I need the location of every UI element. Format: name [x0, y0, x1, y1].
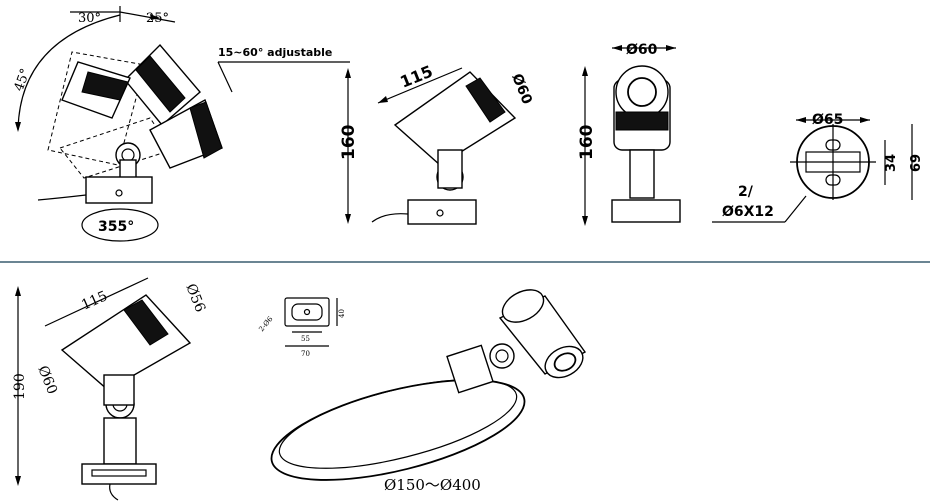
lamp-head-left-fins — [81, 71, 129, 101]
clamp-lamp-fins — [123, 299, 169, 346]
base-inner-rect — [805, 151, 861, 173]
front-lamp-face — [615, 65, 669, 119]
base-dia-arrow-left — [796, 117, 806, 123]
base-holes-line1: 2/ — [738, 184, 754, 200]
side-lamp-fins — [465, 77, 506, 123]
stem — [119, 159, 137, 179]
base-top-view: Ø65 34 69 2/ Ø6X12 — [712, 112, 924, 223]
iso-lens — [553, 352, 577, 372]
front-view: Ø60 160 — [577, 42, 681, 226]
iso-knuckle — [489, 343, 515, 369]
bracket-plate-view: 40 55 70 2-Ø6 — [257, 297, 346, 358]
length-line — [377, 67, 463, 104]
adjustable-note: 15~60° adjustable — [218, 46, 332, 59]
height-arrow-top — [345, 68, 351, 78]
plate-holes-label: 2-Ø6 — [257, 315, 274, 334]
lamp-head-up-fins — [135, 55, 186, 113]
rotation-label: 355° — [98, 219, 134, 235]
clamp-lamp-head — [60, 294, 192, 391]
side-cable — [371, 213, 409, 223]
clamp-diameter-bottom: Ø60 — [34, 364, 60, 397]
base-dim-34: 34 — [884, 154, 899, 172]
angle-arc — [17, 14, 121, 131]
arc-arrow-right — [150, 14, 160, 20]
clamp-height-arrow-bottom — [15, 476, 21, 486]
side-bracket — [437, 149, 463, 189]
front-height-arrow-bottom — [582, 216, 588, 226]
front-base — [611, 199, 681, 223]
angle-25-label: 25° — [146, 11, 169, 26]
clamp-ring-inner — [278, 379, 518, 469]
side-diameter-label: Ø60 — [508, 72, 535, 107]
base-slot-bottom — [825, 174, 841, 186]
rotation-ellipse — [81, 208, 159, 242]
front-stem — [629, 149, 655, 199]
side-base — [407, 199, 477, 225]
arc-arrow-bottom — [15, 122, 21, 132]
base-holes-line2: Ø6X12 — [722, 204, 774, 220]
plate-dim-55: 55 — [301, 335, 310, 343]
front-lens — [627, 77, 657, 107]
iso-lamp-back — [501, 289, 545, 323]
length-arrow-left — [378, 96, 388, 103]
clamp-side-view: 190 115 Ø56 Ø60 — [12, 277, 208, 501]
front-diameter-label: Ø60 — [626, 42, 658, 58]
plate-outline — [284, 297, 330, 327]
iso-knuckle-center — [495, 349, 509, 363]
plate-dim-40: 40 — [338, 309, 346, 318]
plate-dim-70: 70 — [301, 350, 310, 358]
front-dia-arrow-right — [666, 45, 676, 51]
height-arrow-bottom — [345, 214, 351, 224]
clamp-cable — [109, 483, 119, 501]
clamp-base — [81, 463, 157, 485]
angle-30-label: 30° — [78, 11, 101, 26]
front-height-label: 160 — [577, 124, 597, 160]
clamp-height-label: 190 — [12, 373, 28, 400]
adjustable-angle-view: 30° 25° 45° 355° 15~60° adjustable — [12, 6, 350, 242]
clamp-stem — [103, 417, 137, 465]
clamp-diameter-top: Ø56 — [182, 282, 208, 315]
front-fins — [615, 111, 669, 131]
front-dia-arrow-left — [612, 45, 622, 51]
angle-45-label: 45° — [12, 67, 34, 94]
lamp-head-right-fins — [189, 101, 223, 159]
plate-slot — [291, 303, 323, 321]
clamp-range-label: Ø150～Ø400 — [384, 476, 481, 494]
clamp-iso-view: Ø150～Ø400 — [270, 289, 587, 494]
plate-hole — [303, 308, 311, 316]
clamp-length-label: 115 — [79, 288, 110, 313]
holes-leader — [784, 195, 807, 223]
side-view: 160 115 Ø60 — [339, 62, 535, 225]
front-height-arrow-top — [582, 66, 588, 76]
cable — [37, 194, 87, 201]
base-dia-arrow-right — [860, 117, 870, 123]
side-base-screw — [436, 209, 444, 217]
iso-mount-plate — [446, 344, 494, 394]
note-leader — [217, 61, 233, 93]
clamp-base-slot — [91, 469, 147, 477]
clamp-height-arrow-top — [15, 286, 21, 296]
side-height-label: 160 — [339, 124, 359, 160]
base-slot-top — [825, 139, 841, 151]
base-diameter-label: Ø65 — [812, 112, 843, 128]
base-screw — [115, 189, 123, 197]
clamp-length-line — [44, 277, 149, 327]
base-dim-69: 69 — [909, 154, 924, 172]
clamp-bracket — [103, 374, 135, 406]
